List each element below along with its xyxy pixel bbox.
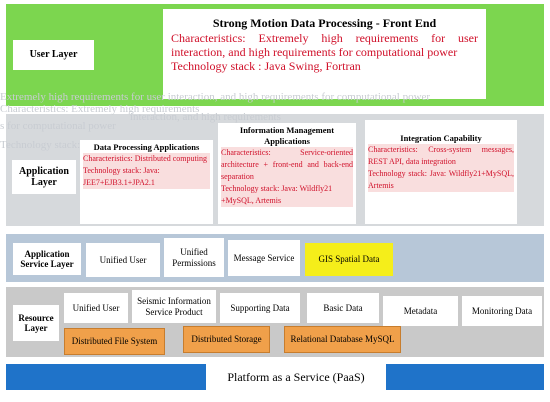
panel-integration-capability: Integration Capability Characteristics: … [365, 120, 517, 224]
ghost-text-1: Extremely high requirements for user int… [0, 91, 431, 103]
application-layer-label: Application Layer [12, 160, 76, 194]
service-message-service: Message Service [228, 240, 300, 276]
storage-relational-database: Relational Database MySQL [284, 326, 401, 353]
panel-data-processing-characteristics: Characteristics: Distributed computing [83, 153, 210, 165]
resource-metadata: Metadata [383, 296, 458, 326]
panel-information-management-characteristics: Characteristics: Service-oriented archit… [221, 147, 353, 183]
panel-integration-capability-tech: Technology stack: Java: Wildfly21+MySQL,… [368, 168, 514, 192]
resource-layer-label: Resource Layer [13, 305, 59, 341]
storage-distributed-storage: Distributed Storage [183, 326, 270, 353]
service-unified-user: Unified User [86, 243, 160, 277]
resource-supporting-data: Supporting Data [220, 293, 300, 323]
user-frontend-tech: Technology stack : Java Swing, Fortran [171, 59, 361, 73]
panel-integration-capability-characteristics: Characteristics: Cross-system messages, … [368, 144, 514, 168]
panel-data-processing: Data Processing Applications Characteris… [80, 140, 213, 224]
service-layer-label: Application Service Layer [13, 243, 81, 275]
ghost-text-4: interaction, and high requirements [130, 111, 281, 123]
resource-monitoring-data: Monitoring Data [462, 296, 542, 326]
ghost-text-3: s for computational power [0, 120, 116, 132]
user-frontend-box: Strong Motion Data Processing - Front En… [163, 9, 486, 99]
panel-data-processing-title: Data Processing Applications [93, 142, 200, 152]
panel-integration-capability-title: Integration Capability [400, 133, 482, 143]
panel-information-management-tech: Technology stack: Java: Wildfly21 +MySQL… [221, 183, 353, 207]
user-frontend-title: Strong Motion Data Processing - Front En… [212, 16, 437, 30]
panel-data-processing-tech: Technology stack: Java: JEE7+EJB3.1+JPA2… [83, 165, 210, 189]
resource-unified-user: Unified User [64, 293, 128, 323]
panel-information-management-title: Information Management Applications [239, 125, 335, 146]
user-frontend-characteristics: Characteristics: Extremely high requirem… [171, 31, 478, 59]
service-gis-spatial-data: GIS Spatial Data [305, 243, 393, 276]
ghost-text-2: Characteristics: Extremely high requirem… [0, 103, 200, 115]
paas-label: Platform as a Service (PaaS) [206, 363, 386, 393]
resource-basic-data: Basic Data [307, 293, 379, 323]
service-unified-permissions: Unified Permissions [164, 238, 224, 277]
panel-information-management: Information Management Applications Char… [218, 123, 356, 224]
resource-seismic-information: Seismic Information Service Product [132, 290, 216, 323]
user-layer-label: User Layer [13, 40, 94, 70]
storage-distributed-file-system: Distributed File System [64, 328, 165, 355]
